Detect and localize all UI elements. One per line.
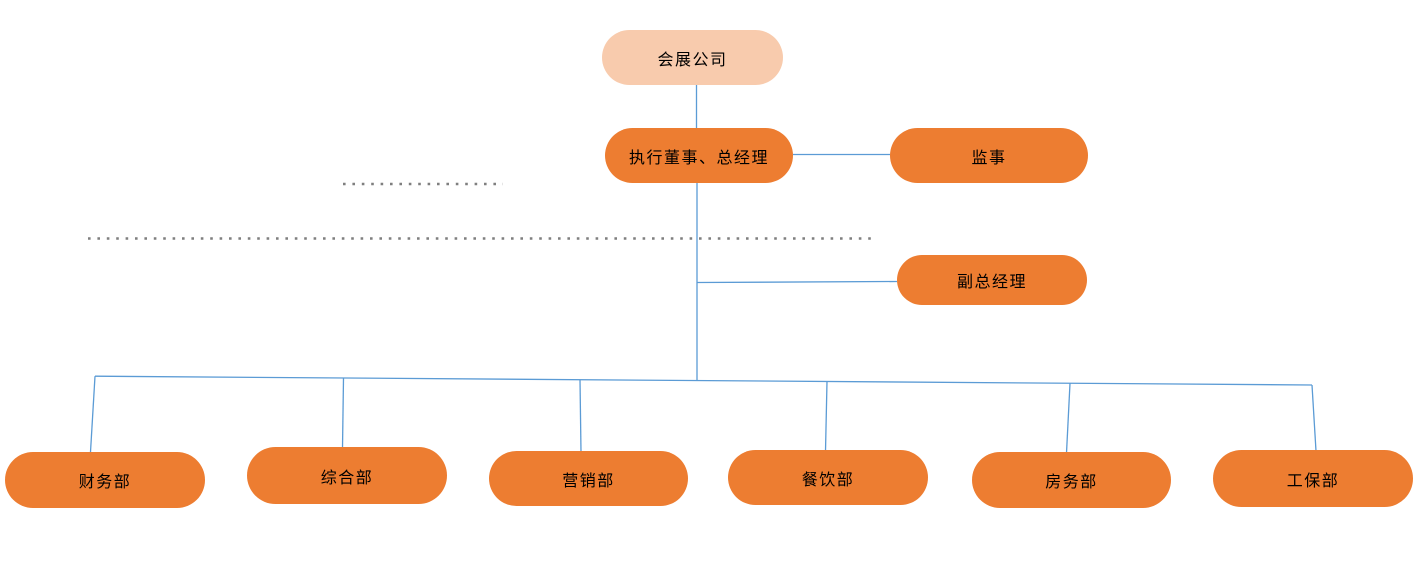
org-node-catering-dept[interactable]: 餐饮部	[728, 450, 928, 505]
org-node-supervisor[interactable]: 监事	[890, 128, 1088, 183]
connector-drop-catering	[824, 381, 828, 452]
org-node-root[interactable]: 会展公司	[602, 30, 783, 85]
org-node-general-affairs-dept[interactable]: 综合部	[247, 447, 447, 504]
connector-drop-marketing	[579, 379, 582, 453]
connector-drop-finance	[89, 376, 96, 453]
org-node-marketing-dept[interactable]: 营销部	[489, 451, 688, 506]
org-node-deputy-general-manager[interactable]: 副总经理	[897, 255, 1087, 305]
connector-trunk-to-deputy	[696, 280, 898, 284]
org-node-engineering-security-dept[interactable]: 工保部	[1213, 450, 1413, 507]
connector-drop-housekeeping	[1065, 383, 1071, 454]
connector-department-bus	[94, 375, 1313, 386]
connector-drop-engineering	[1311, 384, 1317, 452]
org-node-housekeeping-dept[interactable]: 房务部	[972, 452, 1171, 508]
org-node-executive-director[interactable]: 执行董事、总经理	[605, 128, 793, 183]
org-node-finance-dept[interactable]: 财务部	[5, 452, 205, 508]
connector-drop-general	[341, 377, 345, 449]
